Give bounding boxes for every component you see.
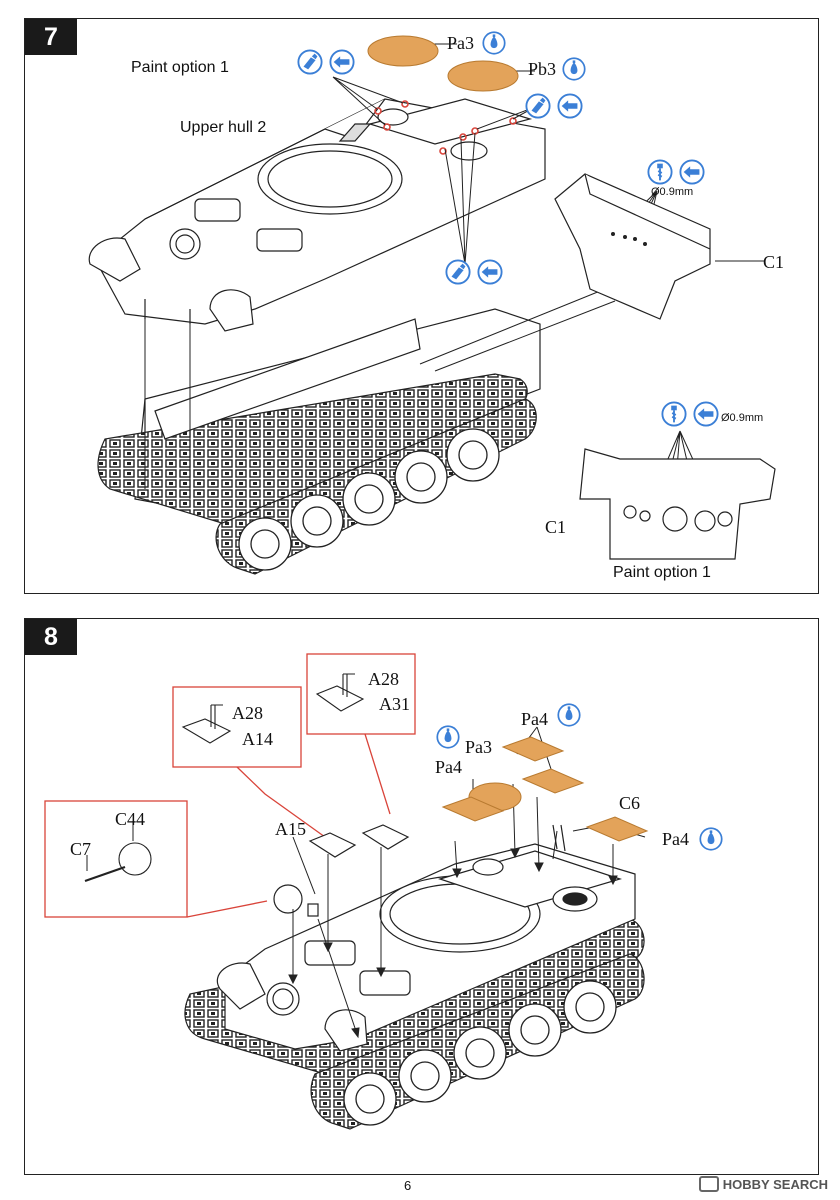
drill-icon — [661, 401, 687, 427]
hobby-search-logo-icon — [698, 1176, 719, 1192]
drill-icon — [647, 159, 673, 185]
part-label-a28: A28 — [368, 669, 399, 689]
step-7-illustration — [88, 31, 776, 575]
page-number: 6 — [404, 1178, 412, 1193]
part-label-c7: C7 — [70, 839, 92, 859]
paint-option-label: Paint option 1 — [613, 564, 711, 581]
decal-pb3 — [447, 60, 519, 92]
decal-pa4 — [501, 736, 565, 762]
part-label-pa4: Pa4 — [521, 709, 548, 729]
decal-pa4 — [441, 796, 505, 822]
remove-icon — [693, 401, 719, 427]
part-label-a28: A28 — [232, 703, 263, 723]
part-label-c1: C1 — [763, 252, 785, 272]
remove-icon — [477, 259, 503, 285]
remove-icon — [557, 93, 583, 119]
remove-icon — [679, 159, 705, 185]
part-c1-detail-view — [579, 448, 776, 560]
part-label-a14: A14 — [242, 729, 273, 749]
remove-icon — [329, 49, 355, 75]
decal-icon — [562, 57, 586, 81]
part-label-pa3: Pa3 — [447, 33, 474, 53]
decal-icon — [699, 827, 723, 851]
glue-icon — [297, 49, 323, 75]
part-label-pa4: Pa4 — [662, 829, 689, 849]
callout-parts — [84, 673, 365, 883]
part-label-c44: C44 — [115, 809, 146, 829]
glue-icon — [525, 93, 551, 119]
decal-pa3 — [367, 35, 439, 67]
upper-hull-drawing — [88, 98, 546, 332]
step-8-panel: 8 — [24, 618, 819, 1175]
part-label-pa4: Pa4 — [435, 757, 462, 777]
decal-icon — [482, 31, 506, 55]
decal-pa4 — [521, 768, 585, 794]
decal-icon — [557, 703, 581, 727]
part-label-a15: A15 — [275, 819, 306, 839]
upper-hull-label: Upper hull 2 — [180, 119, 267, 136]
step-number-badge: 7 — [25, 19, 77, 55]
tank-lower-hull-drawing — [97, 308, 541, 575]
part-label-pb3: Pb3 — [528, 59, 557, 79]
decal-shapes — [441, 736, 649, 842]
watermark-text: HOBBY SEARCH — [722, 1176, 828, 1192]
part-c1-plate — [554, 173, 711, 320]
step-7-panel: 7 — [24, 18, 819, 594]
part-label-c6: C6 — [619, 793, 641, 813]
part-label-c1: C1 — [545, 517, 567, 537]
callout-boxes — [44, 653, 416, 918]
paint-option-label: Paint option 1 — [131, 59, 229, 76]
step-8-illustration — [44, 653, 723, 1130]
decal-pa4 — [585, 816, 649, 842]
part-label-pa3: Pa3 — [465, 737, 492, 757]
glue-icon — [445, 259, 471, 285]
decal-icon — [436, 725, 460, 749]
watermark: HOBBY SEARCH — [698, 1176, 828, 1192]
drill-size-label: Ø0.9mm — [651, 186, 694, 198]
part-label-a31: A31 — [379, 694, 410, 714]
drill-size-label: Ø0.9mm — [721, 412, 764, 424]
upper-hull-drawing — [216, 824, 636, 1052]
step-number-badge: 8 — [25, 619, 77, 655]
drill-hole-markers — [374, 100, 517, 155]
assembly-arrows — [288, 783, 618, 1039]
